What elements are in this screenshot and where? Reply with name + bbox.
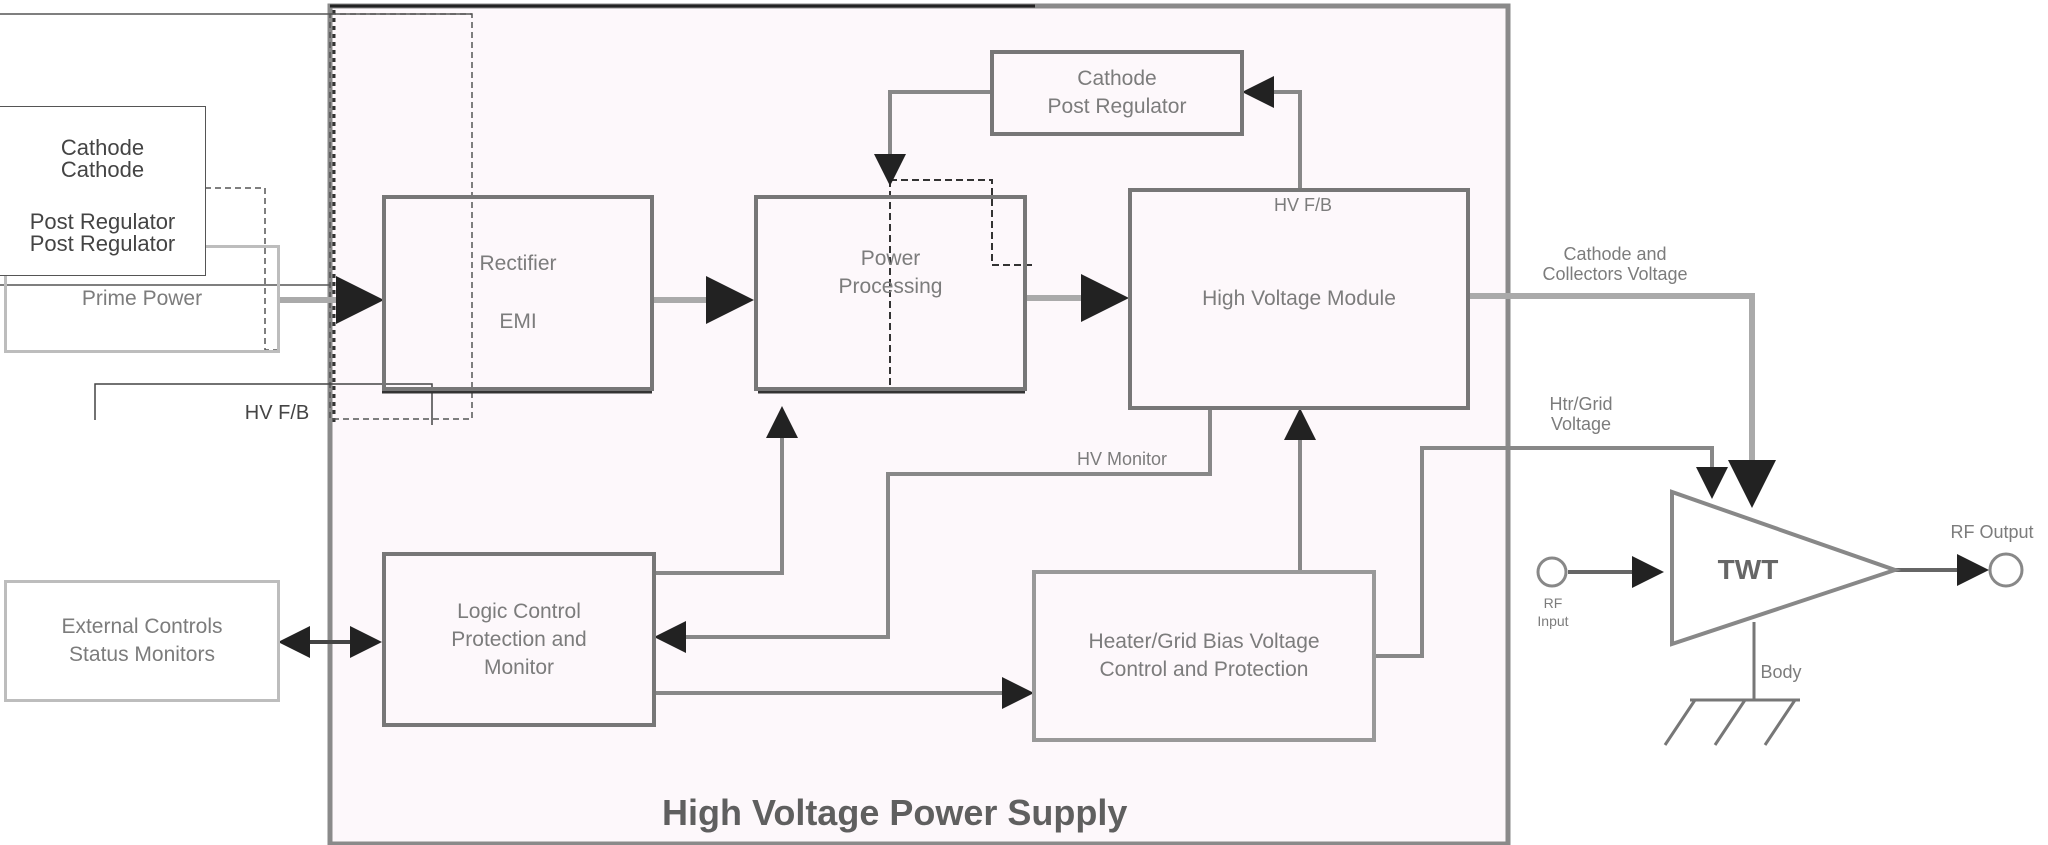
cathode-post-reg-line2: Post Regulator — [1047, 95, 1187, 118]
ext-cathode-line1: Cathode — [60, 135, 145, 160]
cathode-collector-line1: Cathode and — [1563, 244, 1667, 264]
rectifier-line1: Rectifier — [479, 252, 557, 275]
rf-input-line1: RF — [1543, 595, 1563, 611]
heater-grid-voltage-line2: Voltage — [1550, 414, 1612, 434]
twt-amplifier-symbol — [1670, 489, 1902, 647]
prime-power-label: Prime Power — [81, 287, 203, 310]
dashed-overlay-3 — [94, 383, 433, 425]
ground-hatch-3 — [1763, 699, 1797, 746]
ext-cathode-line2-dup: Post Regulator — [29, 231, 176, 256]
power-processing-line1: Power — [860, 247, 921, 270]
logic-control-line1: Logic Control — [457, 599, 581, 623]
ground-hatch-2 — [1713, 699, 1747, 746]
logic-control-line3: Monitor — [483, 655, 555, 679]
rf-input-label: RF Input — [1528, 594, 1578, 630]
hv-monitor-label: HV Monitor — [1076, 449, 1168, 469]
cathode-collector-line2: Collectors Voltage — [1542, 264, 1688, 284]
cathode-collector-label: Cathode and Collectors Voltage — [1520, 244, 1710, 284]
wire-hvmonitor-logic — [654, 410, 1212, 653]
high-voltage-module-label: High Voltage Module — [1202, 287, 1396, 310]
wire-hv-twt — [1470, 293, 1776, 508]
power-processing-line2: Processing — [838, 275, 943, 298]
rectifier-line2: EMI — [499, 310, 537, 333]
rf-input-port — [1536, 556, 1568, 588]
external-controls-line2: Status Monitors — [69, 643, 215, 666]
rf-output-port — [1988, 552, 2024, 588]
wire-hv-cathode-reg — [1242, 76, 1302, 190]
dashed-overlay-6 — [890, 179, 1035, 266]
ext-cathode-block: Cathode Cathode Post Regulator Post Regu… — [0, 106, 206, 276]
wire-cathode-reg-power — [874, 90, 990, 186]
twt-label: TWT — [1717, 554, 1779, 585]
body-label: Body — [1760, 662, 1802, 682]
heater-grid-line1: Heater/Grid Bias Voltage — [1088, 630, 1320, 653]
heater-grid-block: Heater/Grid Bias Voltage Control and Pro… — [1032, 570, 1376, 742]
heater-grid-voltage-label: Htr/Grid Voltage — [1536, 394, 1626, 434]
external-controls-line1: External Controls — [61, 615, 223, 638]
dashed-overlay-4 — [205, 187, 280, 351]
cathode-post-regulator-block: Cathode Post Regulator — [990, 50, 1244, 136]
external-controls-block: External Controls Status Monitors — [4, 580, 280, 702]
ext-cathode-line1-dup: Cathode — [60, 157, 145, 182]
rectifier-block: Rectifier EMI — [382, 195, 654, 391]
heater-grid-line2: Control and Protection — [1099, 658, 1309, 681]
ground-hatch-1 — [1663, 699, 1697, 746]
wire-logic-power — [656, 406, 798, 575]
high-voltage-module-block: High Voltage Module — [1128, 188, 1470, 410]
hv-fb-top-label: HV F/B — [1273, 195, 1332, 215]
diagram-title: High Voltage Power Supply — [662, 792, 1128, 833]
logic-control-line2: Protection and — [451, 627, 587, 651]
power-processing-block: Power Processing — [754, 195, 1027, 391]
cathode-post-reg-line1: Cathode — [1077, 67, 1157, 90]
wire-heater-twt — [1376, 446, 1728, 658]
ext-cathode-line2: Post Regulator — [29, 209, 176, 234]
logic-control-block: Logic Control Protection and Monitor — [382, 552, 656, 727]
hv-fb-left-label: HV F/B — [244, 402, 310, 424]
rf-input-line2: Input — [1537, 613, 1569, 629]
rf-output-label: RF Output — [1950, 522, 2034, 542]
heater-grid-voltage-line1: Htr/Grid — [1549, 394, 1613, 414]
